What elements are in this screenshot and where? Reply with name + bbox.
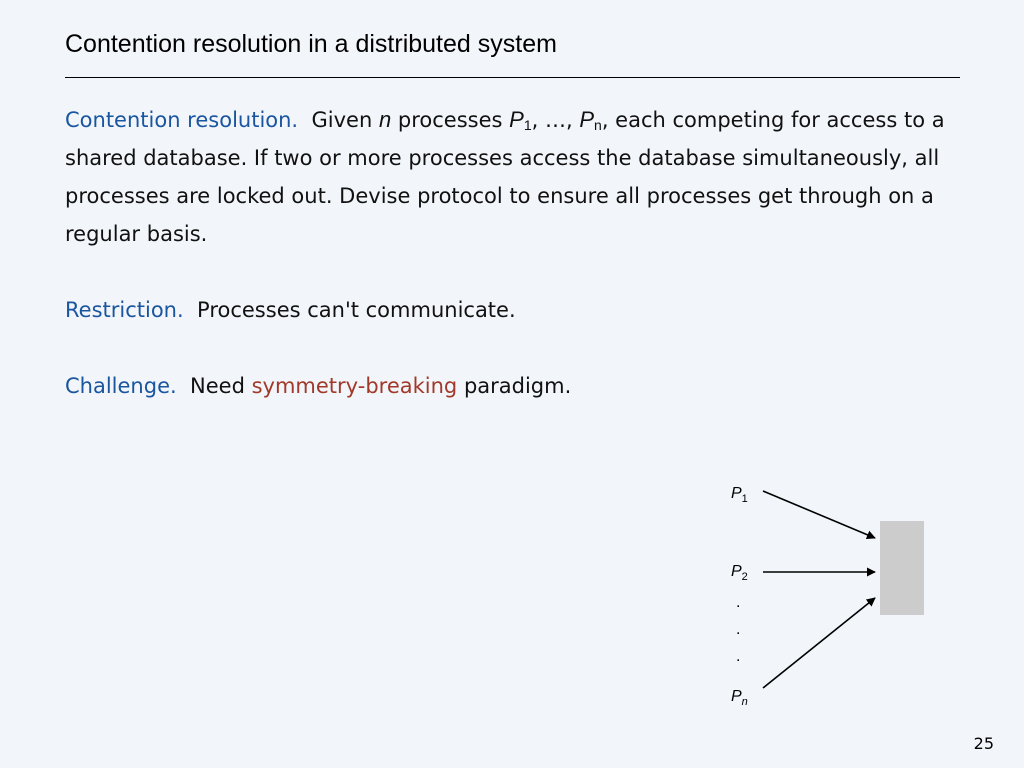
arrow-p1-to-database (762, 490, 876, 540)
challenge-highlight: symmetry-breaking (251, 374, 458, 398)
contention-var-n: n (378, 107, 392, 132)
ellipsis-dot: . (736, 621, 740, 638)
contention-var-p1: P1 (509, 107, 532, 133)
arrow-pn-to-database (762, 597, 876, 689)
contention-text-ellipsis: , …, (531, 108, 573, 132)
challenge-text-paradigm: paradigm. (463, 374, 572, 398)
challenge-term: Challenge. (65, 374, 177, 398)
ellipsis-dot: . (736, 594, 740, 611)
title-divider (65, 77, 960, 78)
contention-paragraph: Contention resolution. Given n processes… (65, 101, 965, 253)
restriction-text: Processes can't communicate. (197, 298, 516, 322)
contention-text-given: Given (311, 108, 373, 132)
page-number: 25 (973, 734, 994, 753)
restriction-term: Restriction. (65, 298, 184, 322)
ellipsis-dot: . (736, 648, 740, 665)
process-label-n: Pn (731, 688, 748, 708)
shared-database (880, 521, 924, 615)
restriction-paragraph: Restriction. Processes can't communicate… (65, 291, 965, 329)
process-label-2: P2 (731, 563, 748, 583)
contention-text-processes: processes (397, 108, 503, 132)
contention-text-rest: , each competing for access to a shared … (65, 108, 945, 246)
contention-term: Contention resolution. (65, 108, 299, 132)
challenge-paragraph: Challenge. Need symmetry-breaking paradi… (65, 367, 965, 405)
challenge-text-need: Need (190, 374, 245, 398)
process-label-1: P1 (731, 485, 748, 505)
slide-title: Contention resolution in a distributed s… (65, 30, 557, 58)
contention-var-pn: Pn (579, 107, 602, 133)
